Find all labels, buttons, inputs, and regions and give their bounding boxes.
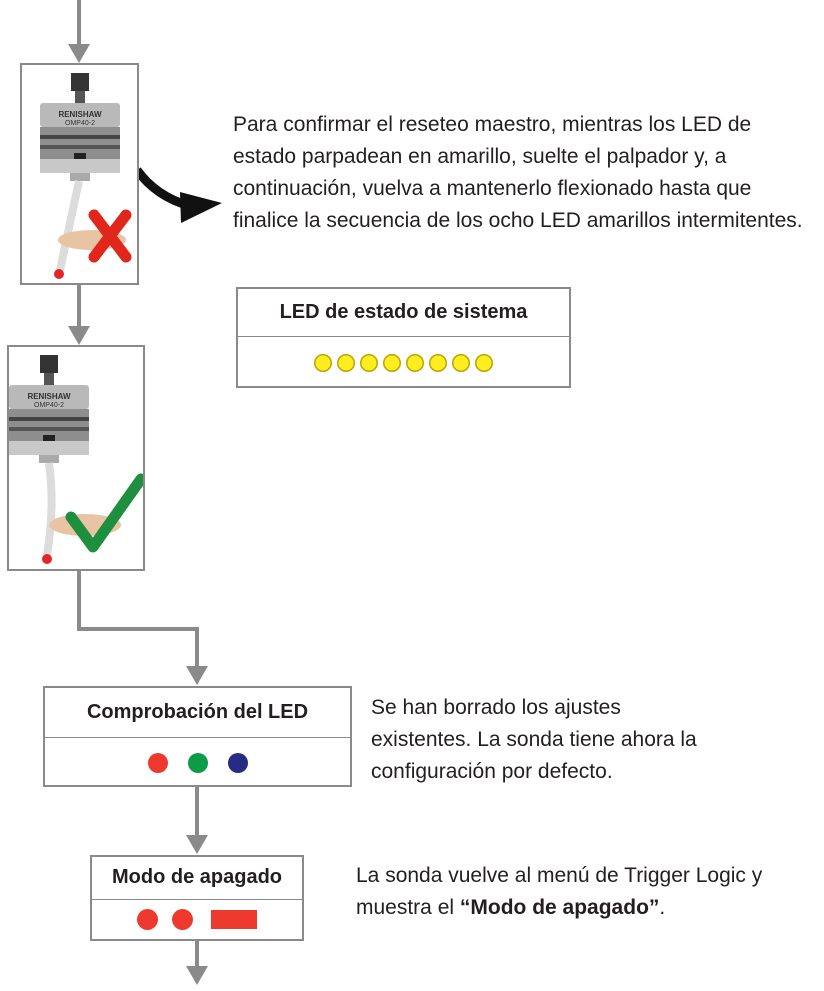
led-check-panel: Comprobación del LED (43, 686, 352, 787)
led-check-row (45, 738, 350, 787)
probe-model-label: OMP40-2 (65, 120, 95, 127)
description-suffix: . (659, 896, 666, 919)
probe-photo-deflected: RENISHAW OMP40-2 (7, 345, 147, 571)
probe-photo-released: RENISHAW OMP40-2 (20, 63, 139, 285)
system-status-led-panel: LED de estado de sistema (236, 287, 571, 388)
red-bar-indicator (211, 910, 257, 929)
led (337, 353, 355, 372)
led (452, 353, 470, 372)
led (314, 353, 332, 372)
panel-title: Comprobación del LED (45, 688, 350, 738)
power-off-indicator-row (92, 900, 302, 939)
arrowhead (68, 326, 90, 345)
led (406, 353, 424, 372)
description-bold: “Modo de apagado” (459, 896, 660, 919)
power-off-description: La sonda vuelve al menú de Trigger Logic… (356, 860, 816, 924)
probe-brand-label: RENISHAW (58, 110, 102, 119)
yellow-led-row (238, 337, 569, 388)
panel-title: LED de estado de sistema (238, 289, 569, 337)
panel-title: Modo de apagado (92, 857, 302, 900)
led (360, 353, 378, 372)
led (429, 353, 447, 372)
power-off-mode-panel: Modo de apagado (90, 855, 304, 941)
led (383, 353, 401, 372)
check-icon (65, 473, 147, 553)
led-check-description: Se han borrado los ajustes existentes. L… (371, 696, 697, 783)
led (147, 752, 168, 773)
arrowhead (186, 666, 208, 685)
red-led (137, 909, 158, 930)
led (475, 353, 493, 372)
probe-model-label: OMP40-2 (34, 402, 64, 409)
probe-brand-label: RENISHAW (27, 392, 71, 401)
arrowhead (68, 44, 90, 63)
reset-instruction: Para confirmar el reseteo maestro, mient… (233, 113, 803, 232)
arrowhead (186, 966, 208, 985)
arrowhead (186, 835, 208, 854)
cross-icon (88, 209, 132, 263)
led (187, 752, 208, 773)
description-text: La sonda vuelve al menú de Trigger Logic… (356, 864, 763, 919)
led (227, 752, 248, 773)
red-led (172, 909, 193, 930)
pointer-arrowhead (180, 192, 222, 223)
